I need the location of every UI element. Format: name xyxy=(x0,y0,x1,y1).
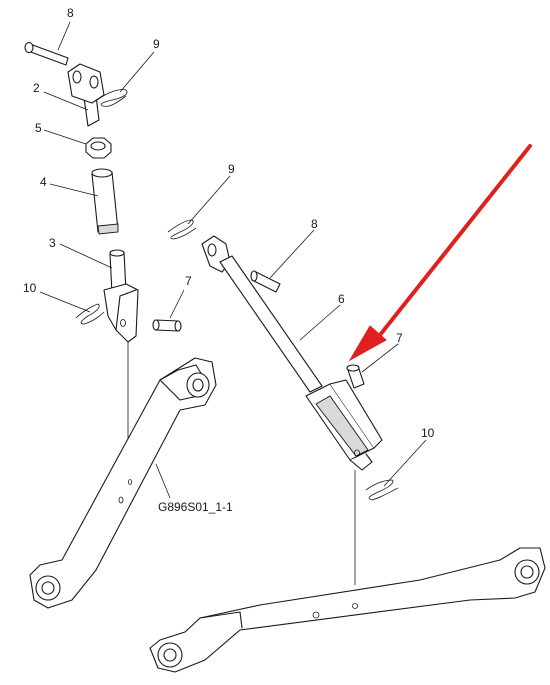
left-lower-link-arm xyxy=(29,357,217,609)
callout-6: 6 xyxy=(338,292,345,306)
callout-2: 2 xyxy=(33,81,40,95)
arrow-shaft xyxy=(374,144,532,342)
red-pointer-arrow xyxy=(348,144,532,362)
callout-3: 3 xyxy=(49,236,56,250)
callout-10-left: 10 xyxy=(23,281,37,295)
leader-lines xyxy=(39,21,427,499)
pin-part-8-top xyxy=(24,41,69,66)
right-lower-link-arm xyxy=(149,547,546,673)
drawing-code-label: G896S01_1-1 xyxy=(158,500,233,514)
callout-7-left: 7 xyxy=(185,274,192,288)
callout-4: 4 xyxy=(40,175,47,189)
callout-8-top: 8 xyxy=(67,6,74,20)
callout-7-right: 7 xyxy=(396,331,403,345)
callout-9-mid: 9 xyxy=(228,162,235,176)
pin-part-7-right xyxy=(346,364,365,389)
nut-part-5 xyxy=(85,137,112,159)
spring-clip-part-9-mid xyxy=(167,219,197,240)
adjustable-link-part-6 xyxy=(201,235,383,471)
pin-part-8-mid xyxy=(250,270,281,293)
spring-clip-part-9-top xyxy=(96,89,128,107)
sleeve-part-4 xyxy=(91,168,119,235)
arrow-head xyxy=(348,325,387,362)
spring-clip-part-10-left xyxy=(75,303,105,325)
bottom-bracket-part-3 xyxy=(103,249,139,343)
spring-clip-part-10-right xyxy=(365,479,399,501)
callout-8-mid: 8 xyxy=(311,217,318,231)
callout-9-top: 9 xyxy=(153,37,160,51)
pin-part-7-left xyxy=(152,319,182,332)
callout-10-right: 10 xyxy=(421,426,435,440)
top-bracket-part-2 xyxy=(67,63,105,127)
callout-5: 5 xyxy=(35,121,42,135)
